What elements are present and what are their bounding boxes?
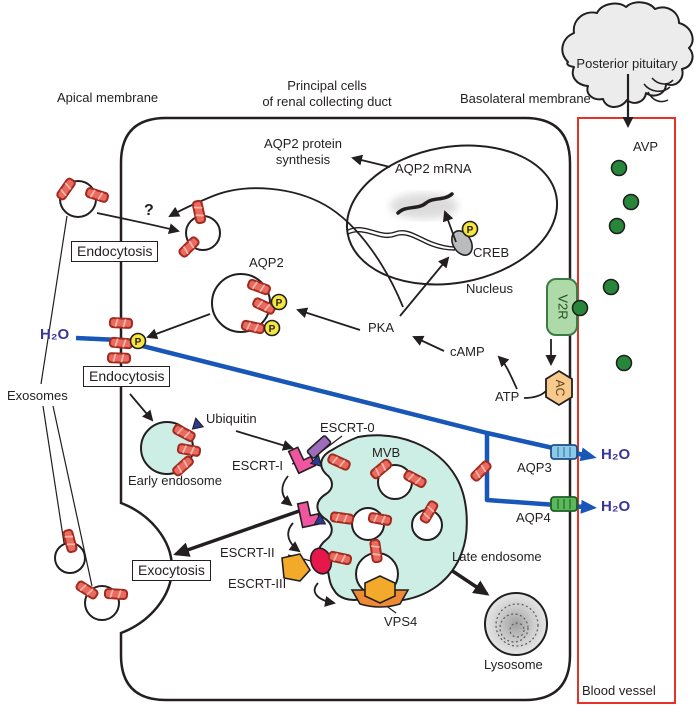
exosomes-label: Exosomes (7, 388, 68, 403)
avp-molecule-icon (622, 193, 640, 211)
lysosome-label: Lysosome (484, 657, 543, 672)
aqp2-channel-icon (369, 538, 383, 564)
endocytosis-box-bottom: Endocytosis (83, 366, 171, 387)
water-path-aqp3 (75, 335, 597, 462)
posterior-pituitary-label: Posterior pituitary (576, 56, 678, 71)
escrt1-label: ESCRT-I (232, 458, 284, 473)
aqp2-channel-icon (108, 336, 134, 350)
mrna-to-synthesis-arrow (351, 154, 391, 168)
avp-label: AVP (633, 139, 659, 154)
nucleus (345, 144, 559, 286)
aqp2-synthesis-line1: AQP2 protein (263, 136, 343, 151)
avp-molecule-icon (610, 159, 628, 177)
lysosome-ring (509, 622, 525, 638)
vps4-label: VPS4 (384, 614, 418, 629)
late-endosome-label: Late endosome (452, 549, 542, 564)
adenylyl-cyclase-icon (545, 369, 573, 407)
escrt-cascade-arrow-2 (287, 522, 301, 553)
principal-cells-line2: of renal collecting duct (262, 94, 392, 109)
aqp2-channel-icon (103, 587, 129, 601)
phospho-icon (129, 332, 147, 350)
aqp2-synthesis-label: AQP2 protein synthesis (264, 136, 342, 168)
aqp2-mrna-label: AQP2 mRNA (395, 161, 472, 176)
lysosome-icon (484, 592, 548, 656)
atp-label: ATP (495, 389, 520, 404)
ubiquitin-to-escrt-arrow (235, 430, 294, 451)
exosome-pointer-1 (40, 215, 68, 385)
aqp3-label: AQP3 (517, 460, 552, 475)
aqp2-label: AQP2 (249, 255, 284, 270)
avp-molecule-icon (571, 299, 589, 317)
avp-molecule-icon (602, 278, 620, 296)
avp-molecule-icon (608, 217, 626, 235)
phospho-icon (461, 220, 479, 238)
brain-icon (561, 1, 694, 108)
mvb-label: MVB (372, 445, 401, 460)
question-mark-label: ? (144, 202, 154, 219)
aqp2-channel-icon (108, 316, 134, 330)
h2o-out-aqp3-label: H₂O (601, 446, 631, 463)
escrt2-label: ESCRT-II (220, 545, 275, 560)
ac-label: AC (553, 380, 567, 397)
aqp2-synthesis-line2: synthesis (275, 152, 331, 167)
principal-cells-line1: Principal cells (287, 78, 367, 93)
lysosome-outline (484, 592, 548, 656)
escrt3-protein-icon (281, 553, 311, 582)
avp-molecules (571, 159, 640, 372)
aqp3-channel-icon (550, 444, 578, 460)
vps4-hexamer-icon (364, 575, 396, 604)
escrt-cascade-arrow-3 (313, 582, 336, 607)
aqp2-channel-icon (106, 352, 132, 364)
aqp4-channel-icon (550, 496, 578, 512)
mrna-strand-icon (396, 192, 454, 215)
ubiquitin-label: Ubiquitin (206, 411, 257, 426)
vesicle-to-membrane-arrow (146, 313, 211, 340)
dna-strand2-icon (347, 231, 456, 251)
endocytosis-box-top: Endocytosis (71, 241, 159, 262)
camp-to-pka-arrow (412, 335, 445, 352)
avp-molecule-icon (615, 354, 633, 372)
exosome-pointer-2 (42, 405, 65, 544)
v2r-label: V2R (556, 294, 571, 319)
nucleus-label: Nucleus (466, 281, 513, 296)
atp-ac-link (523, 390, 547, 399)
escrt0-label: ESCRT-0 (320, 420, 375, 435)
transcription-arrow (442, 210, 457, 243)
h2o-out-aqp4-label: H₂O (601, 498, 631, 515)
camp-label: cAMP (450, 344, 485, 359)
aqp2-channel-icon (329, 511, 355, 525)
h2o-in-label: H₂O (40, 326, 70, 343)
apical-membrane-label: Apical membrane (57, 90, 159, 105)
lysosome-ring (495, 603, 539, 647)
pka-to-vesicle-arrow (296, 307, 361, 331)
aqp4-label: AQP4 (516, 510, 551, 525)
exocytosis-box: Exocytosis (132, 560, 211, 581)
principal-cells-label: Principal cells of renal collecting duct (262, 78, 391, 110)
creb-label: CREB (473, 245, 510, 260)
phospho-icon (270, 293, 288, 311)
phospho-icon (263, 319, 281, 337)
atp-to-camp-arrow (497, 355, 518, 390)
blood-vessel-label: Blood vessel (582, 683, 656, 698)
mvb-to-exocytosis-arrow (173, 507, 306, 557)
escrt3-label: ESCRT-III (228, 576, 287, 591)
dna-strand-icon (347, 227, 456, 248)
early-endosome-label: Early endosome (128, 473, 222, 488)
pka-to-creb-arrow (399, 256, 450, 317)
endocytosis-to-endosome-arrow (129, 393, 154, 422)
lysosome-ring (499, 613, 529, 643)
basolateral-membrane-label: Basolateral membrane (460, 91, 591, 106)
pka-label: PKA (368, 320, 395, 335)
reuptake-arrow (96, 212, 180, 235)
escrt-cascade-arrow-1 (280, 475, 293, 507)
creb-protein-icon (451, 230, 473, 256)
